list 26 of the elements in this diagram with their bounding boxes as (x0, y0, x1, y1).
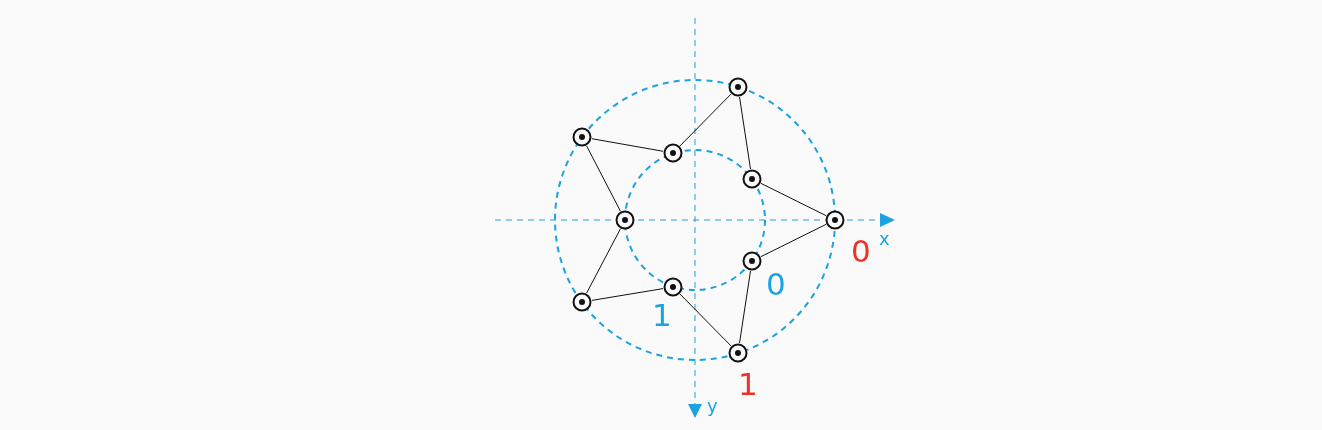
index-number: 0 (766, 269, 786, 300)
line-segment (679, 93, 732, 147)
index-number: 1 (738, 369, 758, 400)
point-marker (825, 210, 845, 230)
axis-label: x (879, 230, 890, 248)
index-number: 0 (851, 236, 871, 267)
line-segment (760, 182, 827, 217)
line-segment (591, 138, 664, 152)
point-marker (742, 251, 762, 271)
point-marker (728, 77, 748, 97)
point-marker (663, 277, 683, 297)
axis-label: y (707, 397, 718, 415)
point-marker (728, 343, 748, 363)
point-marker (572, 292, 592, 312)
point-marker (572, 127, 592, 147)
line-segment (760, 223, 827, 258)
point-marker (742, 169, 762, 189)
line-segment (586, 228, 621, 294)
line-segment (739, 270, 751, 344)
index-number: 1 (652, 300, 672, 331)
point-marker (615, 210, 635, 230)
line-segment (591, 288, 664, 301)
line-segment (679, 293, 732, 347)
line-segment (739, 96, 751, 170)
point-marker (663, 143, 683, 163)
line-segment (586, 145, 621, 212)
